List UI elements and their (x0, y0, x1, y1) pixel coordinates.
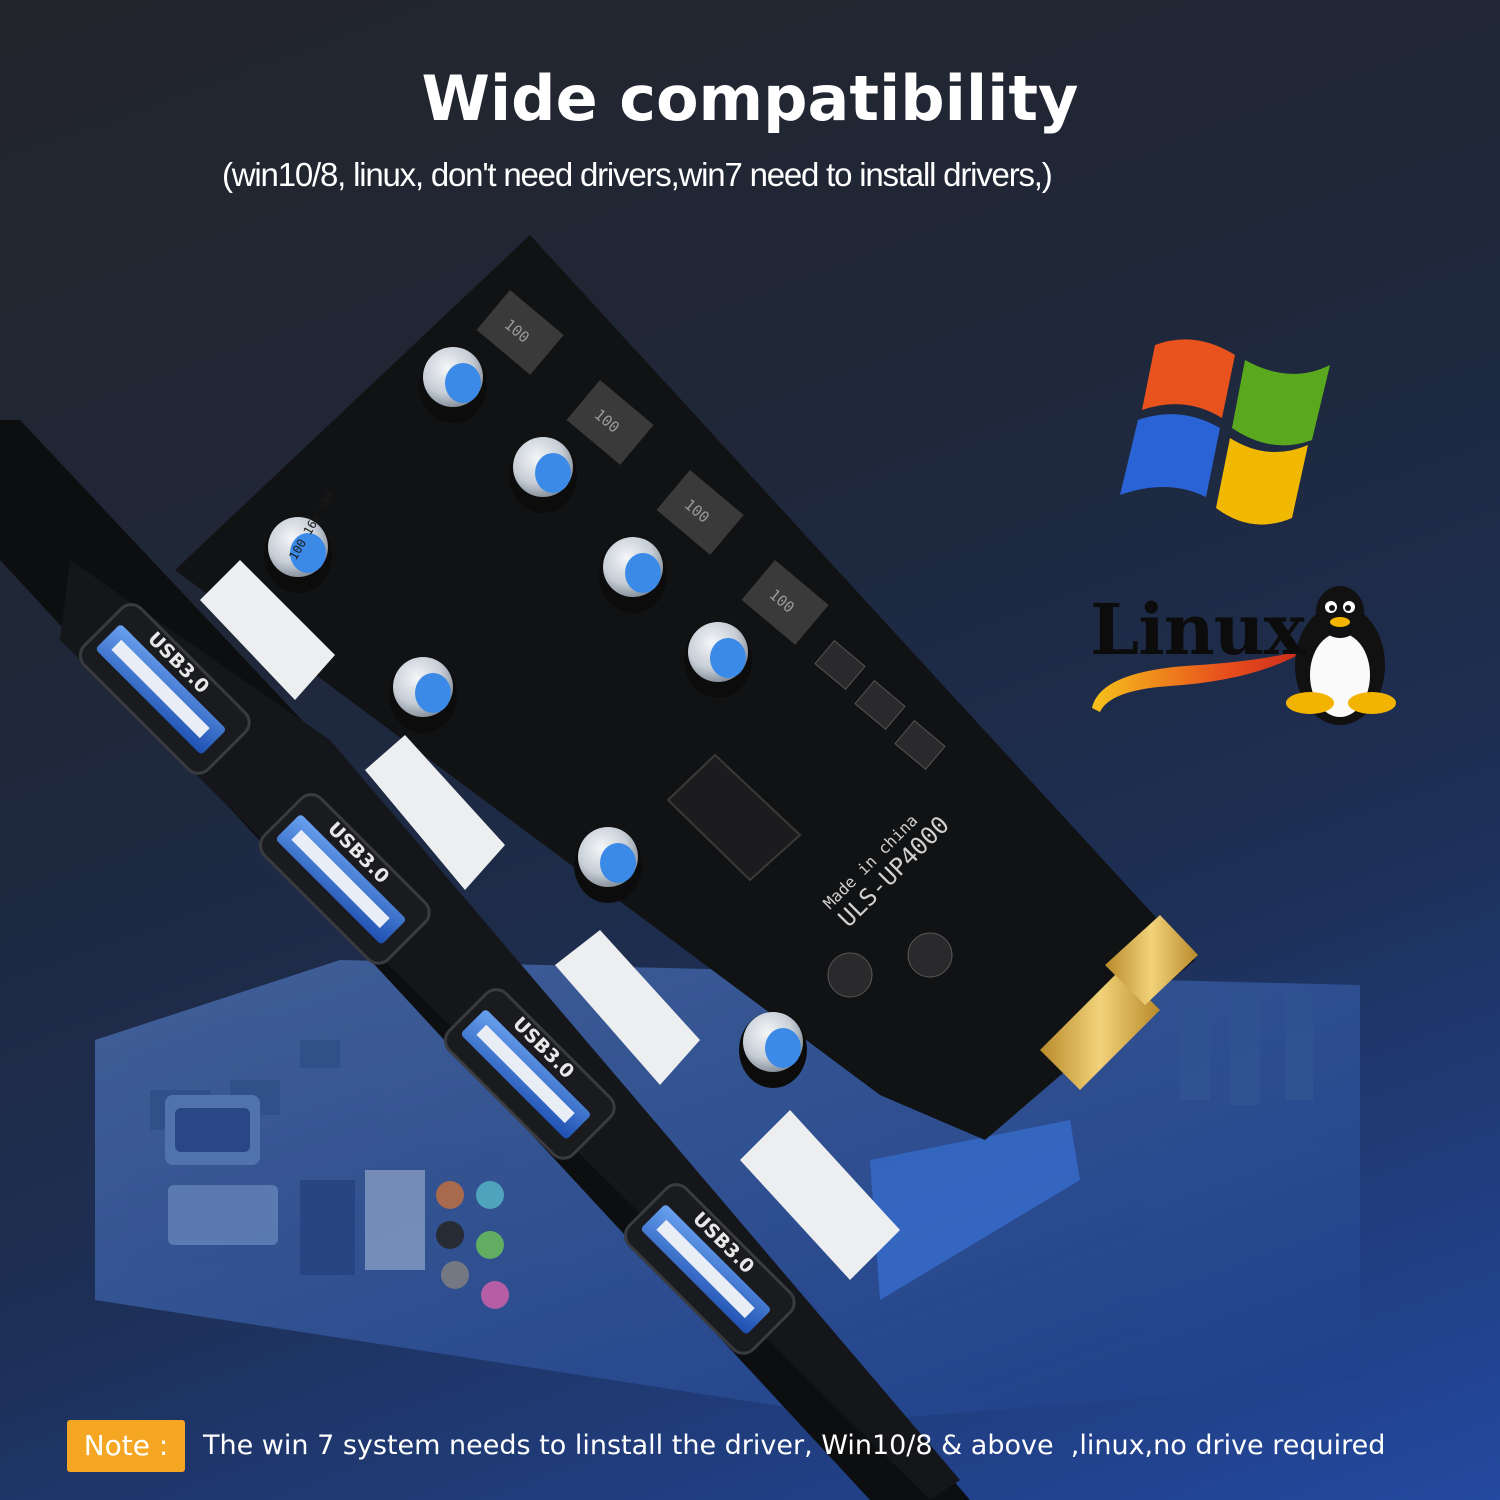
usb-port-1: USB3.0 (78, 603, 251, 775)
power-connectors (200, 560, 900, 1280)
note-text: The win 7 system needs to linstall the d… (203, 1430, 1386, 1461)
usb-port-4: USB3.0 (623, 1183, 796, 1355)
edge-connector-gold (1040, 970, 1160, 1090)
usb-port-2: USB3.0 (258, 793, 431, 965)
usb-controller-chip (666, 753, 802, 882)
capacitors: 100 16V SWK (264, 347, 807, 1088)
edge-connector-gold-short (1105, 915, 1198, 1005)
linux-logo-icon (1092, 586, 1396, 725)
page-title: Wide compatibility (421, 62, 1079, 135)
tux-penguin-icon (1286, 586, 1396, 725)
windows-logo-icon (1120, 339, 1330, 525)
linux-wordmark: Linux (1090, 588, 1305, 671)
page-subtitle: (win10/8, linux, don't need drivers,win7… (222, 156, 1053, 193)
rear-io-ports (165, 1095, 509, 1309)
note-badge: Note : (67, 1420, 185, 1472)
inductors: 100 100 100 100 (476, 290, 829, 645)
motherboard-image (95, 960, 1360, 1420)
pcie-usb-card: 100 100 100 100 100 16V SWK (0, 235, 1198, 1500)
